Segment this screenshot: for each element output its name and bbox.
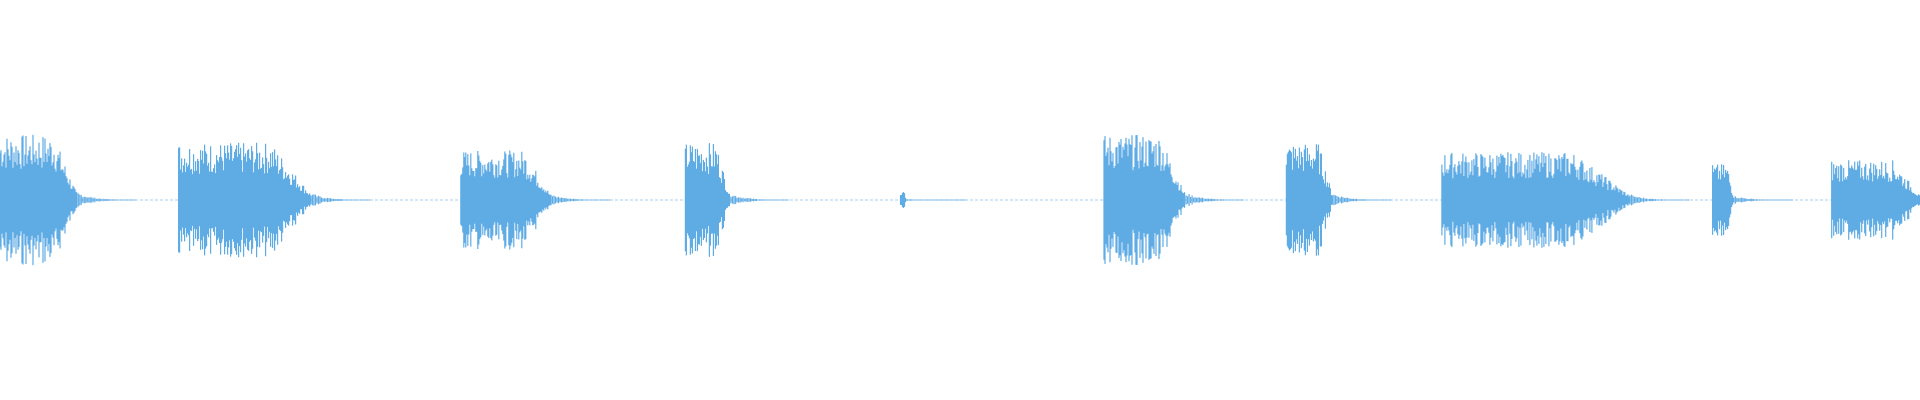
waveform-tail — [905, 199, 966, 201]
waveform-burst — [1831, 160, 1920, 240]
waveform-burst — [1103, 135, 1185, 265]
waveform-burst — [684, 143, 730, 257]
waveform-burst — [178, 142, 312, 258]
waveform-burst — [1441, 152, 1631, 248]
waveform-burst — [460, 150, 552, 250]
waveform-tail — [729, 195, 789, 205]
waveform-tail — [1184, 192, 1244, 208]
waveform-bursts — [0, 134, 1920, 266]
waveform-tail — [1331, 194, 1392, 206]
waveform-burst — [0, 134, 77, 266]
waveform-tail — [76, 192, 136, 208]
waveform-tail — [1733, 196, 1793, 204]
waveform-tail — [550, 194, 611, 206]
waveform-tail — [310, 194, 371, 206]
waveform-burst — [1712, 164, 1735, 236]
waveform-burst — [899, 192, 907, 208]
waveform-tail — [1629, 194, 1690, 206]
waveform-burst — [1285, 144, 1333, 256]
